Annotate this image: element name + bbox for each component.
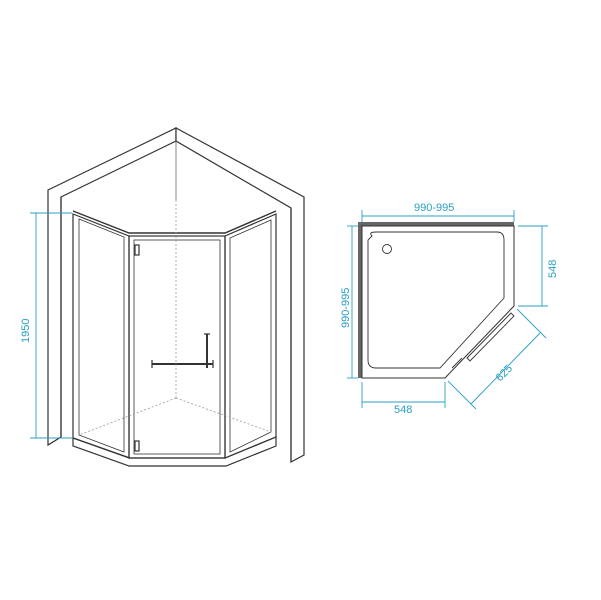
right-side-label: 548 (547, 260, 559, 278)
shower-tray (72, 436, 277, 467)
plan-door-glass (466, 312, 515, 362)
left-depth-label: 990-995 (340, 288, 352, 328)
bottom-side-label: 548 (394, 404, 412, 416)
towel-bar-handle (151, 333, 214, 368)
height-dimension (30, 212, 72, 439)
wall-band-top (358, 222, 514, 226)
hidden-edges (78, 200, 272, 436)
top-width-label: 990-995 (414, 202, 454, 214)
top-frame (72, 210, 277, 234)
left-glass-panel (72, 213, 130, 459)
perspective-view (47, 126, 305, 467)
hinge-bottom (134, 440, 140, 452)
right-glass-panel (224, 213, 277, 459)
right-wall (175, 126, 305, 464)
plan-dimensions (347, 210, 548, 410)
wall-band-left (358, 222, 362, 378)
door-panel (128, 235, 226, 459)
height-label: 1950 (20, 319, 32, 343)
left-wall (47, 127, 177, 447)
plan-view (358, 222, 515, 379)
drain-circle-icon (382, 244, 392, 254)
tray-outline (361, 225, 515, 379)
tray-basin (367, 231, 505, 369)
diagonal-label: 625 (494, 363, 515, 384)
hinge-top (134, 244, 140, 256)
